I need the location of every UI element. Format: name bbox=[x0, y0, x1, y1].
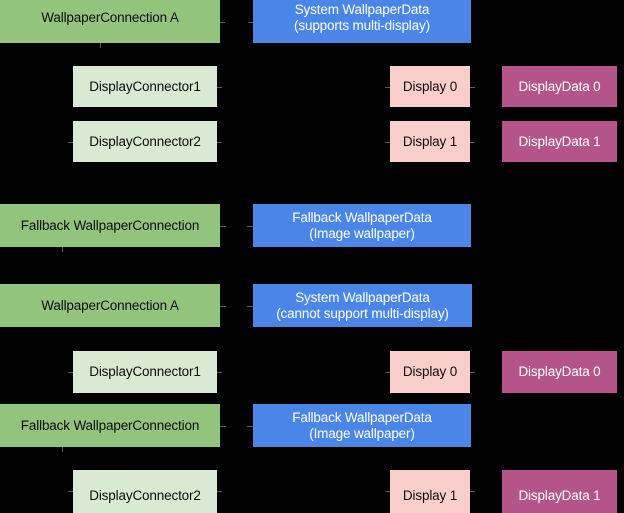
diagram-node-n20: DisplayData 1 bbox=[502, 470, 617, 513]
connector-stub bbox=[62, 247, 63, 252]
connector-stub bbox=[385, 372, 390, 373]
connector-stub bbox=[68, 491, 73, 492]
connector-stub bbox=[385, 87, 390, 88]
connector-stub bbox=[217, 87, 222, 88]
connector-stub bbox=[385, 491, 390, 492]
diagram-node-n19: Display 1 bbox=[390, 470, 470, 513]
diagram-node-n3: DisplayConnector1 bbox=[73, 66, 217, 107]
connector-stub bbox=[217, 491, 222, 492]
connector-stub bbox=[470, 372, 475, 373]
diagram-node-n5: DisplayData 0 bbox=[502, 66, 617, 107]
connector-stub bbox=[217, 372, 222, 373]
diagram-node-n8: DisplayData 1 bbox=[502, 121, 617, 162]
connector-stub bbox=[217, 142, 222, 143]
diagram-node-n1: WallpaperConnection A bbox=[0, 0, 220, 43]
diagram-node-n12: System WallpaperData (cannot support mul… bbox=[253, 284, 472, 327]
diagram-node-n2: System WallpaperData (supports multi-dis… bbox=[253, 0, 471, 43]
diagram-node-n10: Fallback WallpaperData (Image wallpaper) bbox=[253, 204, 471, 247]
connector-stub bbox=[247, 306, 253, 307]
connector-stub bbox=[220, 226, 226, 227]
connector-stub bbox=[248, 22, 253, 23]
diagram-node-n18: DisplayConnector2 bbox=[73, 470, 217, 513]
diagram-node-n13: DisplayConnector1 bbox=[73, 351, 217, 393]
connector-stub bbox=[100, 43, 101, 48]
connector-stub bbox=[220, 306, 226, 307]
connector-stub bbox=[247, 226, 253, 227]
connector-stub bbox=[220, 426, 226, 427]
diagram-node-n16: Fallback WallpaperConnection bbox=[0, 404, 220, 447]
connector-stub bbox=[247, 426, 253, 427]
connector-stub bbox=[470, 142, 475, 143]
diagram-node-n9: Fallback WallpaperConnection bbox=[0, 204, 220, 247]
connector-stub bbox=[68, 142, 73, 143]
connector-stub bbox=[68, 372, 73, 373]
diagram-node-n11: WallpaperConnection A bbox=[0, 284, 220, 327]
connector-stub bbox=[385, 142, 390, 143]
connector-stub bbox=[62, 447, 63, 452]
connector-stub bbox=[470, 87, 475, 88]
diagram-node-n6: DisplayConnector2 bbox=[73, 121, 217, 162]
diagram-node-n17: Fallback WallpaperData (Image wallpaper) bbox=[253, 404, 471, 447]
connector-stub bbox=[220, 22, 225, 23]
diagram-node-n7: Display 1 bbox=[390, 121, 470, 162]
diagram-node-n14: Display 0 bbox=[390, 351, 470, 393]
diagram-node-n4: Display 0 bbox=[390, 66, 470, 107]
diagram-node-n15: DisplayData 0 bbox=[502, 351, 617, 393]
connector-stub bbox=[470, 491, 475, 492]
